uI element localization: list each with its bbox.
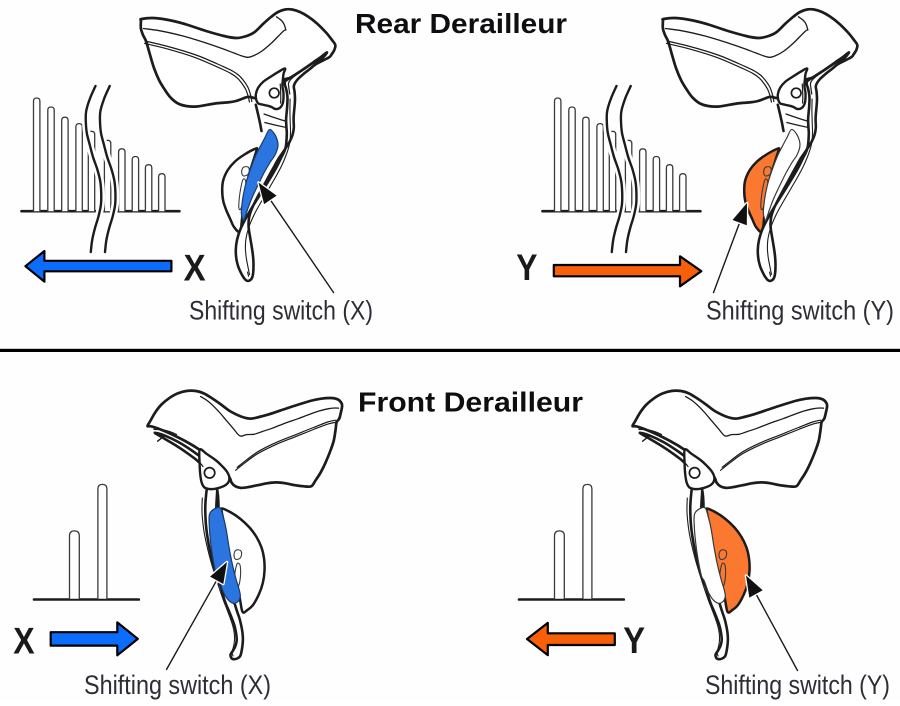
svg-text:X: X	[13, 621, 35, 662]
svg-text:Shifting switch (Y): Shifting switch (Y)	[706, 296, 894, 326]
svg-text:Shifting switch (Y): Shifting switch (Y)	[705, 670, 890, 700]
svg-text:Rear Derailleur: Rear Derailleur	[355, 8, 567, 39]
svg-text:Y: Y	[623, 620, 645, 661]
svg-text:Shifting switch (X): Shifting switch (X)	[189, 296, 373, 326]
svg-text:Shifting switch (X): Shifting switch (X)	[84, 670, 271, 700]
svg-text:Front Derailleur: Front Derailleur	[358, 387, 583, 418]
svg-text:X: X	[184, 247, 206, 288]
svg-text:Y: Y	[516, 247, 537, 288]
